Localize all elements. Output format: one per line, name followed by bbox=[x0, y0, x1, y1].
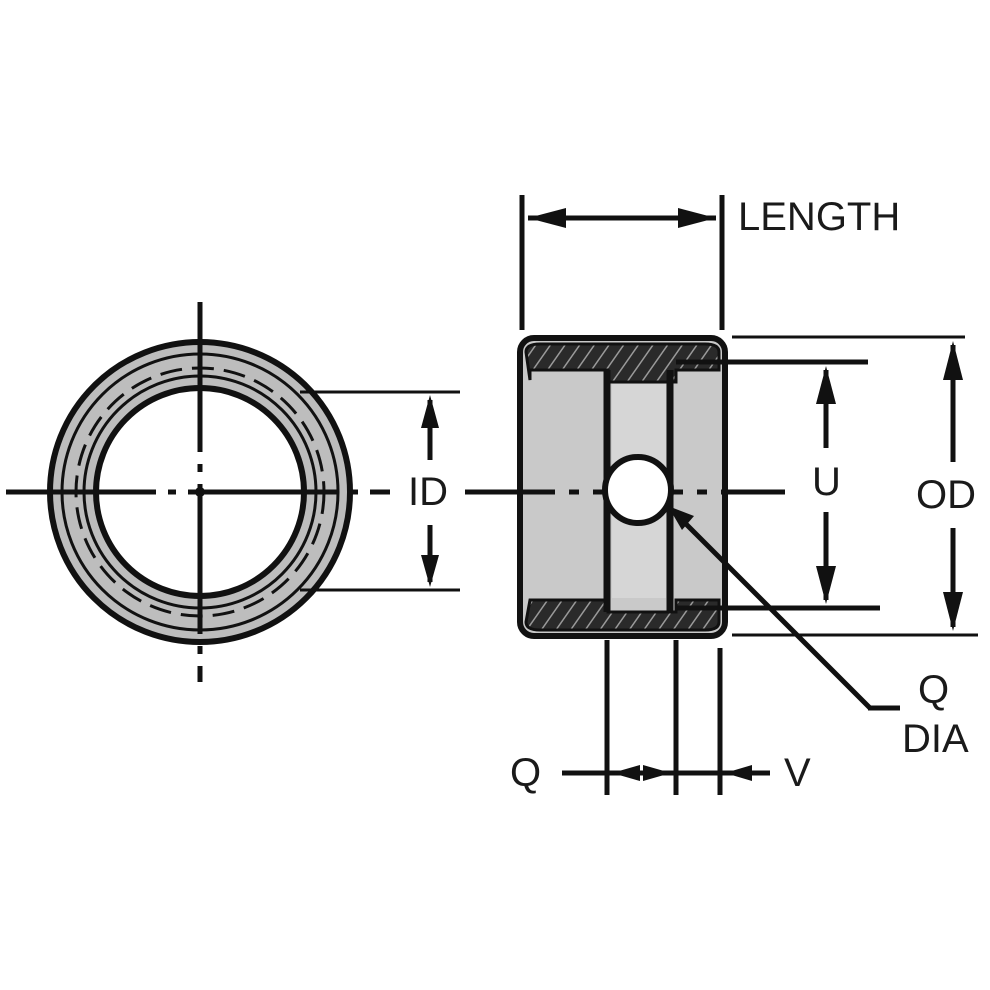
center-point bbox=[195, 487, 205, 497]
oil-hole bbox=[602, 454, 674, 526]
id-label: ID bbox=[408, 470, 448, 514]
id-dimension: ID bbox=[300, 390, 460, 592]
end-view bbox=[6, 302, 390, 682]
u-label: U bbox=[812, 460, 841, 504]
v-label: V bbox=[784, 751, 811, 795]
q-v-dimension: Q V bbox=[510, 640, 811, 795]
q-label: Q bbox=[510, 751, 541, 795]
od-dimension: OD bbox=[732, 335, 978, 637]
shell-bottom-hatch bbox=[524, 598, 721, 632]
side-view bbox=[465, 335, 785, 639]
length-dimension: LENGTH bbox=[519, 195, 900, 330]
q-dia-label-dia: DIA bbox=[902, 717, 969, 761]
length-label: LENGTH bbox=[738, 195, 900, 239]
q-dia-leader: Q DIA bbox=[668, 506, 969, 761]
u-dimension: U bbox=[676, 359, 880, 611]
q-dia-label-q: Q bbox=[918, 668, 949, 712]
od-label: OD bbox=[916, 473, 976, 517]
